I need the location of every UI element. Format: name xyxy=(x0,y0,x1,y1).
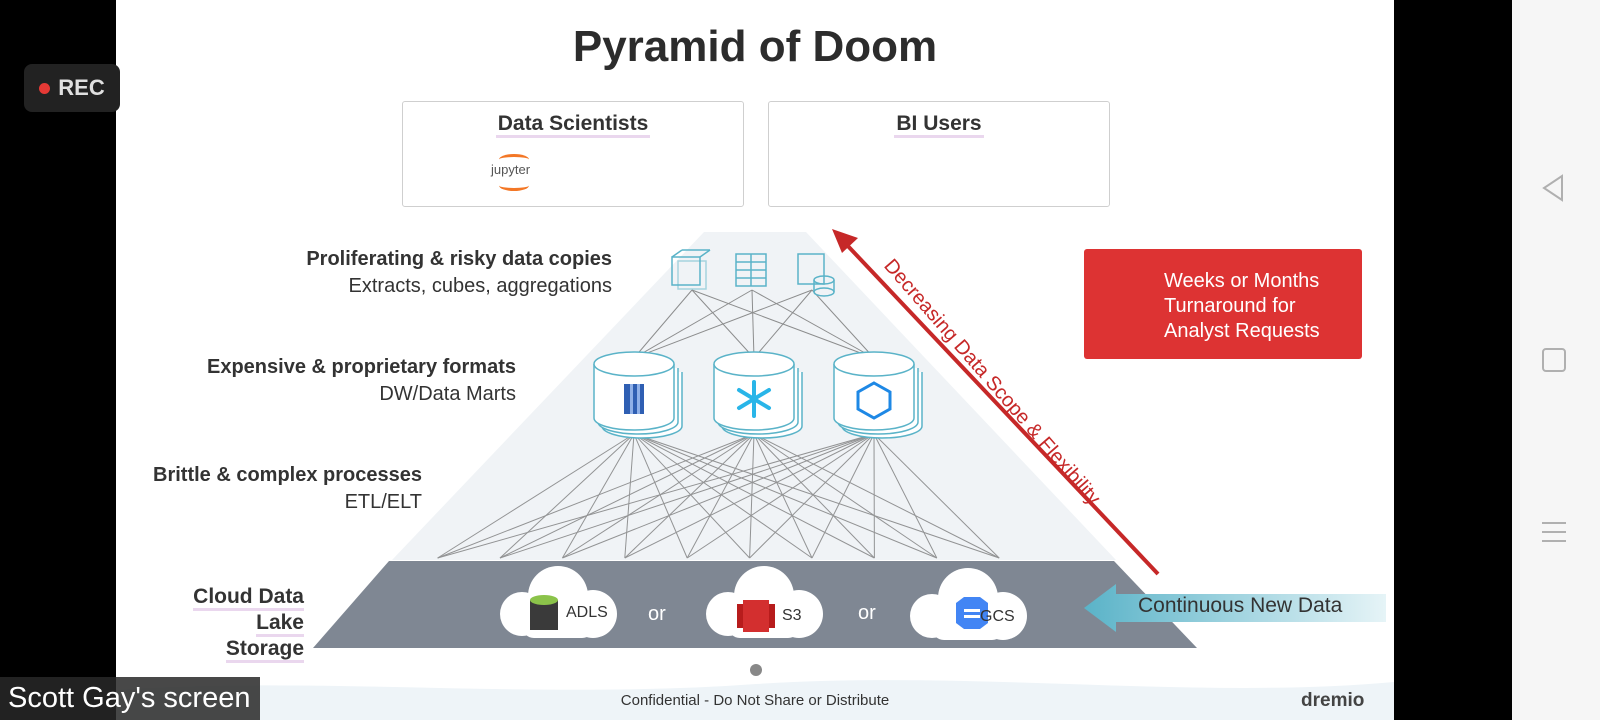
record-dot-icon xyxy=(39,82,51,94)
or-label-1: or xyxy=(648,603,666,625)
lake-line2: Lake Storage xyxy=(225,611,304,663)
scope-arrow xyxy=(844,242,1160,576)
jupyter-icon: jupyter xyxy=(491,162,531,177)
dremio-logo: dremio xyxy=(1301,690,1365,711)
layer-processes-sub: ETL/ELT xyxy=(344,491,422,513)
page-indicator[interactable] xyxy=(750,664,762,676)
lake-storage-label: Cloud Data Lake Storage xyxy=(176,584,304,663)
s3-label: S3 xyxy=(782,607,802,624)
gcs-icon xyxy=(956,597,988,629)
screen-share-label: Scott Gay's screen xyxy=(0,677,261,720)
turnaround-callout: Weeks or Months Turnaround for Analyst R… xyxy=(1084,249,1362,359)
layer-processes-heading: Brittle & complex processes xyxy=(153,464,422,486)
layer-formats-sub: DW/Data Marts xyxy=(379,383,516,405)
adls-icon xyxy=(530,595,558,630)
layer-copies-heading: Proliferating & risky data copies xyxy=(306,248,612,270)
or-label-2: or xyxy=(858,602,876,624)
layer-copies: Proliferating & risky data copies Extrac… xyxy=(306,248,612,298)
bi-users-box: BI Users xyxy=(768,101,1110,207)
s3-icon xyxy=(737,600,775,632)
presentation-slide: Pyramid of Doom Data Scientists jupyter … xyxy=(116,0,1394,720)
data-copies-icons xyxy=(671,249,835,297)
bi-users-label: BI Users xyxy=(894,112,984,138)
layer-copies-sub: Extracts, cubes, aggregations xyxy=(348,275,612,297)
data-scientists-label: Data Scientists xyxy=(495,112,651,138)
layer-formats-heading: Expensive & proprietary formats xyxy=(207,356,516,378)
home-icon[interactable] xyxy=(1538,344,1570,376)
adls-label: ADLS xyxy=(566,604,608,621)
turnaround-text: Weeks or Months Turnaround for Analyst R… xyxy=(1164,270,1320,342)
new-data-arrow xyxy=(1084,584,1386,632)
back-icon[interactable] xyxy=(1538,172,1570,204)
new-data-label: Continuous New Data xyxy=(1138,594,1343,617)
data-scientists-box: Data Scientists jupyter xyxy=(402,101,744,207)
confidential-footer: Confidential - Do Not Share or Distribut… xyxy=(620,692,890,709)
layer-formats: Expensive & proprietary formats DW/Data … xyxy=(207,356,516,406)
warehouse-databases xyxy=(593,351,923,439)
menu-icon[interactable] xyxy=(1538,516,1570,548)
layer-processes: Brittle & complex processes ETL/ELT xyxy=(153,464,422,514)
recording-indicator: REC xyxy=(24,64,120,112)
lake-line1: Cloud Data xyxy=(193,585,304,611)
black-margin xyxy=(1394,0,1512,720)
android-nav-bar xyxy=(1512,0,1600,720)
slide-title: Pyramid of Doom xyxy=(572,22,938,71)
gcs-label: GCS xyxy=(980,608,1015,625)
recording-label: REC xyxy=(58,75,105,100)
